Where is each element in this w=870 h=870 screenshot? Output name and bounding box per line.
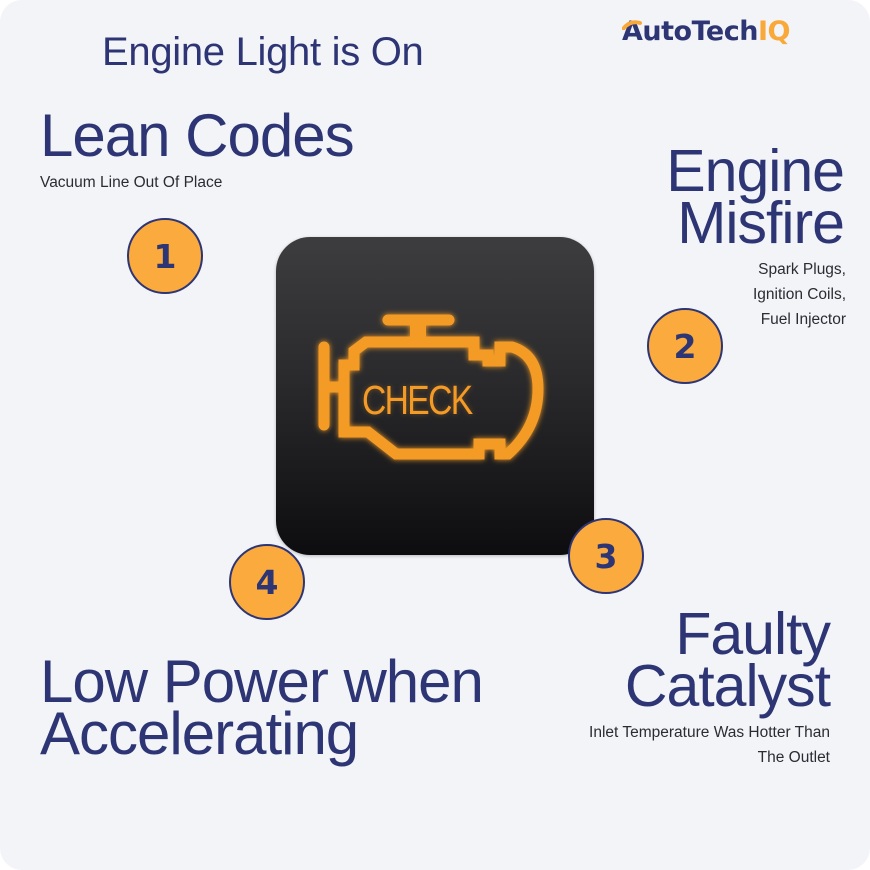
check-engine-tile: CHECK — [276, 237, 594, 555]
cause-3-heading-line: Faulty — [675, 601, 831, 667]
logo-swoosh-icon — [622, 20, 642, 30]
cause-1-detail: Vacuum Line Out Of Place — [40, 174, 223, 191]
autotechiq-logo: AutoTechIQ — [622, 14, 790, 50]
cause-4-heading-line: Accelerating — [40, 700, 359, 767]
cause-3-detail-line: Inlet Temperature Was Hotter Than — [589, 724, 830, 741]
cause-2-detail-line: Ignition Coils, — [752, 286, 846, 303]
cause-3-heading-line: Catalyst — [624, 653, 831, 719]
cause-1-number-badge: 1 — [127, 218, 203, 294]
cause-4-heading-line: Low Power when — [40, 648, 484, 715]
cause-1-heading: Lean Codes — [40, 102, 355, 169]
cause-2-detail-line: Fuel Injector — [760, 311, 846, 328]
cause-2-heading: Engine Misfire — [666, 138, 845, 256]
cause-3-heading: Faulty Catalyst — [624, 601, 831, 719]
cause-2-detail: Spark Plugs, Ignition Coils, Fuel Inject… — [753, 257, 846, 332]
cause-2-detail-line: Spark Plugs, — [758, 261, 846, 278]
cause-4-heading: Low Power when Accelerating — [40, 648, 484, 767]
page-title: Engine Light is On — [102, 30, 424, 74]
cause-2-heading-line: Engine — [666, 138, 845, 204]
logo-main-text: AutoTech — [622, 16, 758, 47]
cause-3-number-badge: 3 — [568, 518, 644, 594]
cause-4-number-badge: 4 — [229, 544, 305, 620]
cause-3-detail-line: The Outlet — [757, 749, 830, 766]
check-label: CHECK — [362, 377, 473, 423]
cause-2-number-badge: 2 — [647, 308, 723, 384]
logo-accent-text: IQ — [757, 16, 791, 47]
cause-3-detail: Inlet Temperature Was Hotter Than The Ou… — [589, 720, 830, 770]
check-engine-icon — [318, 314, 544, 460]
cause-2-heading-line: Misfire — [677, 190, 845, 256]
